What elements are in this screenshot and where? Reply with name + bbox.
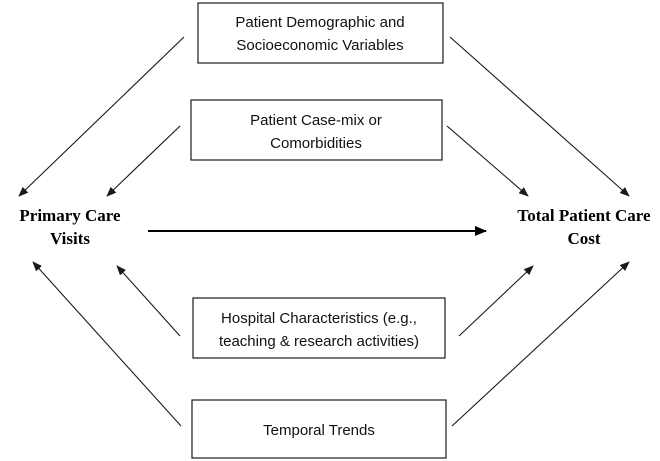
arrow-casemix-to-cost [446, 125, 529, 197]
casemix-box: Patient Case-mix or Comorbidities [190, 99, 443, 161]
temporal-box: Temporal Trends [191, 399, 447, 459]
arrow-demographic-to-primary [18, 36, 185, 197]
demographic-box-line2: Socioeconomic Variables [236, 37, 403, 54]
arrow-temporal-to-primary [32, 261, 182, 427]
casemix-box-line1: Patient Case-mix or [250, 112, 382, 129]
casemix-box-line2: Comorbidities [270, 135, 362, 152]
primary-care-line2: Visits [50, 229, 90, 248]
total-cost-line2: Cost [567, 229, 600, 248]
temporal-box-line1: Temporal Trends [263, 422, 375, 439]
arrow-hospital-to-cost [458, 265, 534, 337]
demographic-box: Patient Demographic and Socioeconomic Va… [197, 2, 444, 64]
arrow-hospital-to-primary [116, 265, 181, 337]
arrow-casemix-to-primary [106, 125, 181, 197]
demographic-box-line1: Patient Demographic and [235, 14, 404, 31]
hospital-box: Hospital Characteristics (e.g., teaching… [192, 297, 446, 359]
hospital-box-line2: teaching & research activities) [219, 333, 419, 350]
arrow-temporal-to-cost [451, 261, 630, 427]
arrow-demographic-to-cost [449, 36, 630, 197]
primary-care-node: Primary Care Visits [19, 206, 121, 248]
hospital-box-line1: Hospital Characteristics (e.g., [221, 310, 417, 327]
total-cost-line1: Total Patient Care [517, 206, 651, 225]
primary-care-line1: Primary Care [19, 206, 121, 225]
total-cost-node: Total Patient Care Cost [517, 206, 651, 248]
